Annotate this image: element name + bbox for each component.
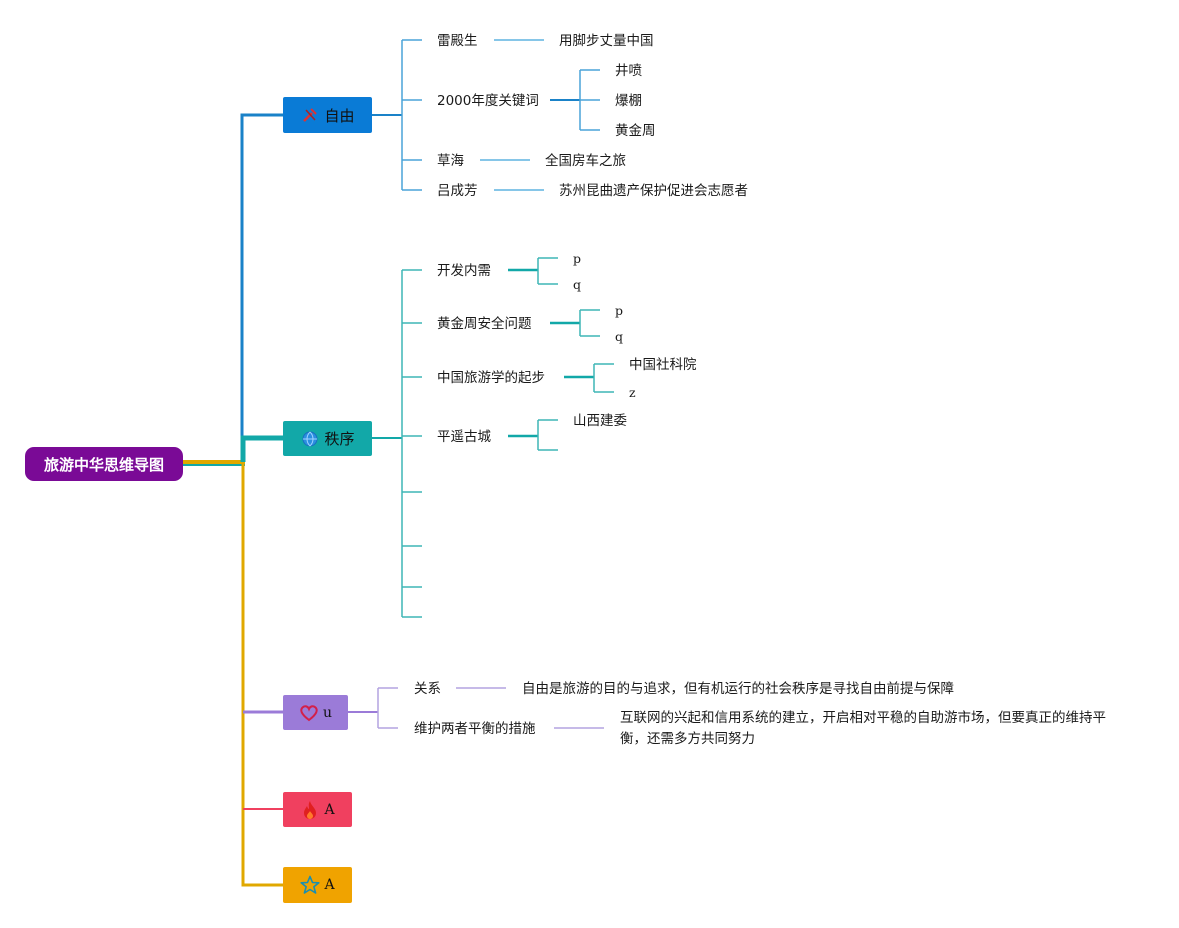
order-item-3-child-1[interactable]: 中国社科院 (629, 357, 697, 373)
order-item-4[interactable]: 平遥古城 (437, 429, 491, 445)
love-item-2[interactable]: 维护两者平衡的措施 (414, 721, 536, 737)
freedom-item-2-child-1[interactable]: 井喷 (615, 63, 642, 79)
branch-freedom[interactable]: 自由 (283, 97, 372, 133)
branch-order-label: 秩序 (324, 430, 355, 448)
heart-icon (299, 703, 319, 723)
freedom-item-2-child-3[interactable]: 黄金周 (615, 123, 656, 139)
branch-fire-label: A (324, 801, 335, 818)
branch-star-label: A (324, 877, 335, 893)
order-item-2-child-1[interactable]: p (615, 303, 624, 318)
root-label: 旅游中华思维导图 (43, 455, 164, 474)
freedom-item-2[interactable]: 2000年度关键词 (437, 93, 539, 109)
branch-love-label: u (322, 704, 333, 721)
order-item-2-child-2[interactable]: q (615, 329, 624, 344)
order-item-1[interactable]: 开发内需 (437, 263, 491, 279)
order-item-1-child-1[interactable]: p (573, 251, 582, 266)
branch-freedom-label: 自由 (324, 106, 355, 125)
freedom-item-1[interactable]: 雷殿生 (437, 33, 478, 49)
order-item-1-child-2[interactable]: q (573, 277, 582, 292)
root-node[interactable]: 旅游中华思维导图 (25, 447, 183, 481)
love-item-1[interactable]: 关系 (414, 681, 441, 697)
fire-icon (300, 800, 320, 820)
branch-star[interactable]: A (283, 867, 352, 903)
freedom-item-4[interactable]: 吕成芳 (437, 183, 478, 199)
order-item-3-child-2[interactable]: z (629, 385, 636, 400)
branch-fire[interactable]: A (283, 792, 352, 827)
order-item-2[interactable]: 黄金周安全问题 (437, 316, 532, 332)
star-icon (300, 875, 321, 895)
globe-icon (300, 429, 320, 449)
freedom-item-3[interactable]: 草海 (437, 153, 464, 169)
freedom-item-1-child-1[interactable]: 用脚步丈量中国 (559, 33, 654, 49)
branch-love[interactable]: u (283, 695, 348, 730)
order-item-3[interactable]: 中国旅游学的起步 (437, 370, 545, 386)
freedom-item-3-child-1[interactable]: 全国房车之旅 (545, 153, 626, 169)
tools-icon (300, 105, 320, 125)
order-item-4-child-1[interactable]: 山西建委 (573, 413, 627, 429)
freedom-item-2-child-2[interactable]: 爆棚 (615, 93, 642, 109)
love-item-1-child-1[interactable]: 自由是旅游的目的与追求，但有机运行的社会秩序是寻找自由前提与保障 (522, 681, 954, 697)
branch-order[interactable]: 秩序 (283, 421, 372, 456)
love-item-2-child-1[interactable]: 互联网的兴起和信用系统的建立，开启相对平稳的自助游市场，但要真正的维持平衡，还需… (620, 710, 1106, 747)
freedom-item-4-child-1[interactable]: 苏州昆曲遗产保护促进会志愿者 (559, 183, 748, 199)
